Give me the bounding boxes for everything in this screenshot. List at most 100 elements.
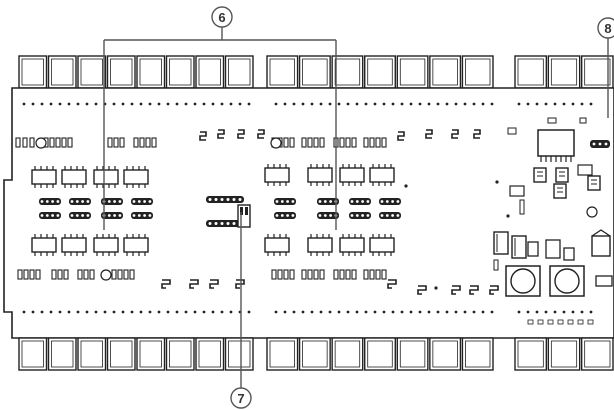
connector-strip-hole (329, 214, 332, 217)
connector-strip-hole (148, 200, 152, 203)
jumper-pin (208, 222, 212, 225)
small-diode (161, 279, 171, 289)
via-dot (211, 310, 215, 314)
resistor-bottom (63, 269, 69, 280)
small-diode (209, 279, 219, 289)
resistor-bottom (35, 269, 41, 280)
resistor-bottom (83, 269, 89, 280)
via-dot (76, 102, 80, 106)
via-dot (94, 310, 98, 314)
jumper-pin (226, 198, 230, 201)
via-dot (58, 310, 62, 314)
resistor-top (339, 137, 345, 148)
resistor-bottom (23, 269, 29, 280)
terminal-bottom (461, 337, 494, 371)
via-dot (382, 310, 386, 314)
via-dot (400, 102, 404, 106)
connector-strip-hole (396, 214, 400, 217)
via-dot (184, 102, 188, 106)
small-diode (425, 129, 433, 139)
resistor-bottom (283, 269, 289, 280)
via-dot (283, 102, 287, 106)
small-diode (235, 279, 245, 289)
resistor-bottom (345, 269, 351, 280)
terminal-top-inner (550, 58, 578, 86)
callout-8: 8 (597, 17, 614, 118)
small-component-row-bottom (17, 269, 499, 295)
via-dot (481, 102, 485, 106)
terminal-top-inner (21, 58, 44, 86)
resistor-bottom (51, 269, 57, 280)
resistor-bottom (339, 269, 345, 280)
jumper-pin (214, 222, 218, 225)
callout-7-label: 7 (237, 391, 244, 406)
terminal-top-inner (367, 58, 393, 86)
optocoupler (123, 237, 149, 253)
resistor-top (381, 137, 387, 148)
terminal-top-inner (51, 58, 74, 86)
terminal-bottom (580, 337, 614, 371)
optocoupler (123, 169, 149, 185)
resistor-top (283, 137, 289, 148)
optocoupler (61, 237, 87, 253)
via-dot (67, 310, 71, 314)
via-dot (139, 102, 143, 106)
via-dot (130, 102, 134, 106)
terminal-top-inner (302, 58, 328, 86)
terminal-bottom-inner (110, 340, 133, 368)
via-dot (346, 102, 350, 106)
via-dot (553, 310, 557, 314)
bottom-terminal-blocks (18, 337, 614, 371)
resistor-top (133, 137, 139, 148)
resistor-bottom (333, 269, 339, 280)
terminal-top (396, 55, 429, 89)
connector-strip-hole (280, 200, 284, 203)
via-dot (103, 310, 107, 314)
via-dot (310, 102, 314, 106)
via-dot (22, 102, 26, 106)
via-dot (400, 310, 404, 314)
resistor-bottom (313, 269, 319, 280)
resistor-top (139, 137, 145, 148)
terminal-top-inner (139, 58, 162, 86)
connector-strip-hole (323, 200, 327, 203)
via-dot (58, 102, 62, 106)
top-terminal-blocks (18, 55, 614, 89)
via-dot (130, 310, 134, 314)
optocoupler (93, 237, 119, 253)
optocoupler (31, 237, 57, 253)
via-dot (454, 310, 458, 314)
via-dot (202, 102, 206, 106)
connector-strip-hole (385, 214, 389, 217)
connector-strip-hole (107, 214, 111, 217)
via-dot (544, 102, 548, 106)
resistor-top (113, 137, 119, 148)
callout-6-leader (103, 27, 337, 230)
smd-part (577, 164, 593, 176)
resistor-top (307, 137, 313, 148)
terminal-top (547, 55, 581, 89)
small-diode (469, 285, 479, 295)
via-dot (202, 310, 206, 314)
connector-strip-hole (396, 200, 400, 203)
header-8-pin (598, 142, 602, 146)
via-dot (328, 102, 332, 106)
capacitor (527, 241, 539, 257)
resistor-top (145, 137, 151, 148)
resistor-top (301, 137, 307, 148)
via-dot (40, 102, 44, 106)
via-dot (571, 102, 575, 106)
connector-strip-hole (70, 214, 74, 217)
connector-strip-hole (350, 214, 354, 217)
resistor-bottom (29, 269, 35, 280)
small-diode (473, 129, 481, 139)
connector-strip-hole (137, 200, 141, 203)
via-dot (319, 102, 323, 106)
small-diode (217, 129, 225, 139)
via-dot (355, 102, 359, 106)
connector-strip-hole (132, 214, 136, 217)
smd-part (579, 117, 587, 124)
via-dot (31, 310, 35, 314)
jumper-header (206, 220, 244, 227)
via-dot (166, 102, 170, 106)
